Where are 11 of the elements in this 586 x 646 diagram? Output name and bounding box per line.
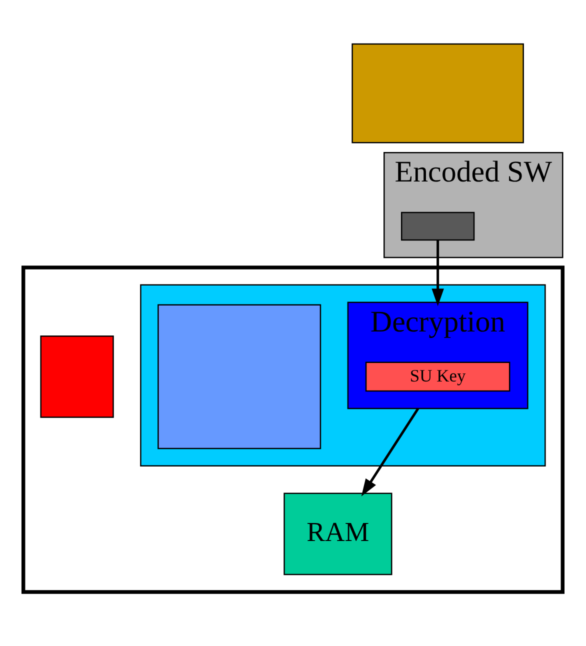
node-box: RAM bbox=[284, 492, 392, 576]
node-box bbox=[352, 43, 524, 144]
node-box bbox=[400, 212, 475, 241]
node-box bbox=[40, 335, 114, 418]
cluster bbox=[21, 266, 565, 594]
arrow bbox=[361, 408, 420, 496]
arrow bbox=[432, 240, 444, 306]
node-box: SU Key bbox=[365, 362, 510, 392]
node-box bbox=[158, 304, 322, 450]
cluster: Encoded SW bbox=[384, 152, 564, 258]
cluster bbox=[140, 284, 546, 467]
